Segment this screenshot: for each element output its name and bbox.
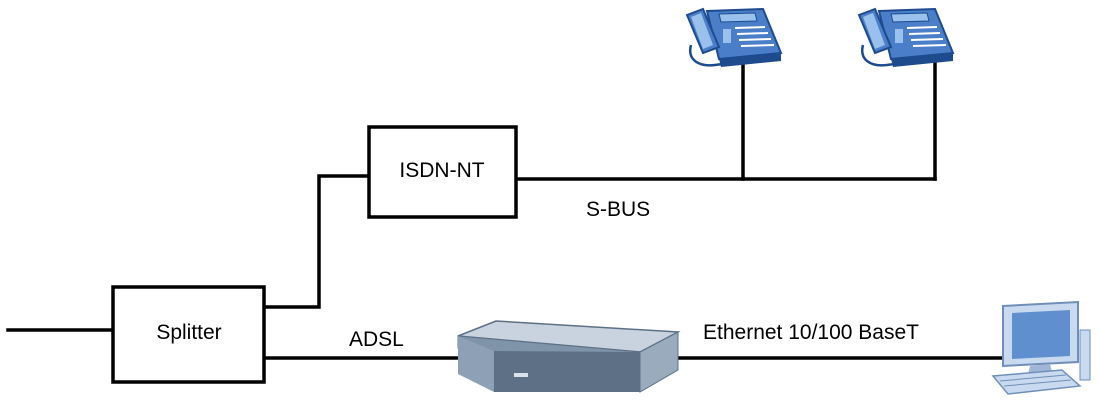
telephone-icon [685,7,783,67]
splitter-to-isdn-line [263,174,372,309]
adsl-label: ADSL [349,328,404,351]
ethernet-label: Ethernet 10/100 BaseT [703,321,919,344]
splitter-box [111,285,266,384]
splitter-label: Splitter [156,321,221,344]
splitter-node: Splitter [111,285,266,384]
s-bus-label: S-BUS [586,198,650,221]
isdn-nt-node: ISDN-NT [367,125,518,219]
isdn-nt-label: ISDN-NT [399,159,484,182]
computer-icon [991,300,1091,395]
isdn-nt-box [367,125,518,219]
router-icon [457,320,681,393]
connection-lines [6,58,1005,360]
telephone-icon [857,7,955,67]
